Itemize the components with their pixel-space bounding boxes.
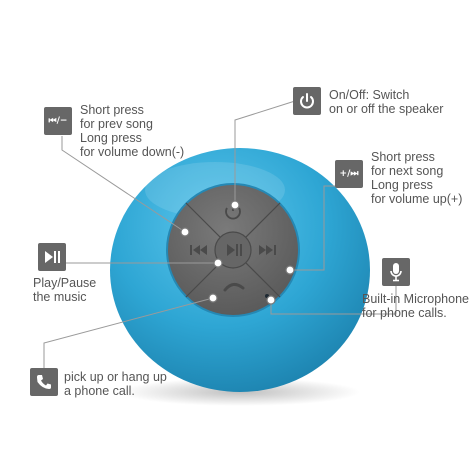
callout-line-prev [61,136,186,233]
callout-markers [180,200,295,305]
power-label: On/Off: Switch on or off the speaker [329,88,443,116]
play-label-line: Play/Pause [33,276,97,290]
microphone-icon [382,258,410,286]
play-label-line: the music [33,290,87,304]
play-label: Play/Pause the music [33,276,96,304]
phone-label: pick up or hang up a phone call. [64,370,167,398]
callout-line-power [234,100,296,205]
button-glyphs [190,203,276,292]
phone-label-line: pick up or hang up [64,370,167,384]
next-label-line: Short press [371,150,435,164]
mic-label-line: Built-in Microphone [362,292,469,306]
marker-mic [266,295,276,305]
marker-next [285,265,295,275]
mic-label: Built-in Microphone for phone calls. [362,292,469,320]
callout-line-mic [270,286,397,315]
prev-label-line: Short press [80,103,144,117]
callout-line-phone [43,297,214,370]
play-pause-icon [38,243,66,271]
prev-volume-down-icon: ⏮/− [44,107,72,135]
speaker-phone-button-icon [223,283,245,292]
prev-label-line: Long press [80,131,142,145]
power-label-line: on or off the speaker [329,102,444,116]
marker-phone [208,293,218,303]
next-label-line: Long press [371,178,433,192]
marker-play [213,258,223,268]
next-volume-up-icon: +/⏭ [335,160,363,188]
prev-badge-text: ⏮/− [48,116,68,126]
next-label: Short press for next song Long press for… [371,150,462,206]
prev-label: Short press for prev song Long press for… [80,103,184,159]
next-badge-text: +/⏭ [339,169,359,179]
speaker-prev-button-icon [190,245,207,255]
next-label-line: for next song [371,164,444,178]
next-label-line: for volume up(+) [371,192,463,206]
mic-label-line: for phone calls. [362,306,447,320]
marker-prev [180,227,190,237]
prev-label-line: for volume down(-) [80,145,185,159]
speaker-next-button-icon [259,245,276,255]
speaker-play-button-icon [227,244,242,256]
phone-label-line: a phone call. [64,384,135,398]
power-icon [293,87,321,115]
prev-label-line: for prev song [80,117,153,131]
power-label-line: On/Off: Switch [329,88,410,102]
marker-power [230,200,240,210]
phone-icon [30,368,58,396]
